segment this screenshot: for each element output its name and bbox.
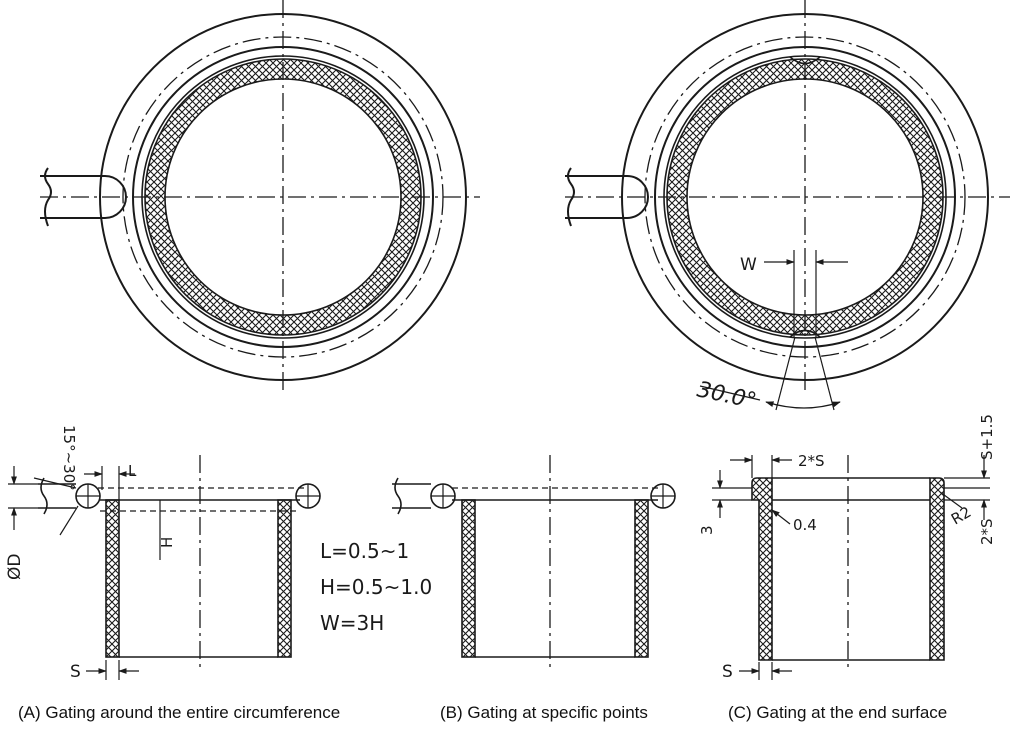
- wall-left-c: [751, 477, 773, 661]
- l-label: L: [128, 462, 137, 480]
- runner-a: [40, 167, 127, 227]
- w-label: W: [740, 255, 757, 275]
- s-plus-label: S+1.5: [978, 414, 996, 460]
- section-view-a: ØD 15°~30° L H S: [5, 425, 321, 682]
- formula-h: H=0.5~1.0: [320, 575, 432, 599]
- section-view-c: 2*S S+1.5 2*S R2 3 0.4 S: [698, 414, 996, 682]
- diameter-label: ØD: [5, 554, 25, 580]
- caption-c: (C) Gating at the end surface: [728, 703, 947, 722]
- two-s-top-label: 2*S: [798, 452, 825, 470]
- three-label: 3: [698, 525, 716, 535]
- h-label: H: [158, 537, 176, 548]
- plan-view-a: [40, 0, 480, 395]
- r2-label: R2: [948, 503, 974, 529]
- wall-right-b: [634, 499, 649, 658]
- wall-left-a: [105, 499, 120, 658]
- wall-left-b: [461, 499, 476, 658]
- caption-b: (B) Gating at specific points: [440, 703, 648, 722]
- wall-right-c: [929, 477, 945, 661]
- wall-right-a: [277, 499, 292, 658]
- angle-label: 30.0°: [695, 377, 759, 414]
- caption-a: (A) Gating around the entire circumferen…: [18, 703, 340, 722]
- formula-block: L=0.5~1 H=0.5~1.0 W=3H: [320, 539, 432, 635]
- s-label-a: S: [70, 662, 81, 682]
- two-s-side-label: 2*S: [978, 518, 996, 545]
- zero-four-label: 0.4: [793, 516, 817, 534]
- runner-b: [565, 167, 649, 227]
- section-view-b: [392, 455, 676, 670]
- plan-view-b: W 30.0°: [565, 0, 1010, 414]
- formula-w: W=3H: [320, 611, 384, 635]
- taper-label: 15°~30°: [60, 425, 78, 491]
- formula-l: L=0.5~1: [320, 539, 409, 563]
- s-label-c: S: [722, 662, 733, 682]
